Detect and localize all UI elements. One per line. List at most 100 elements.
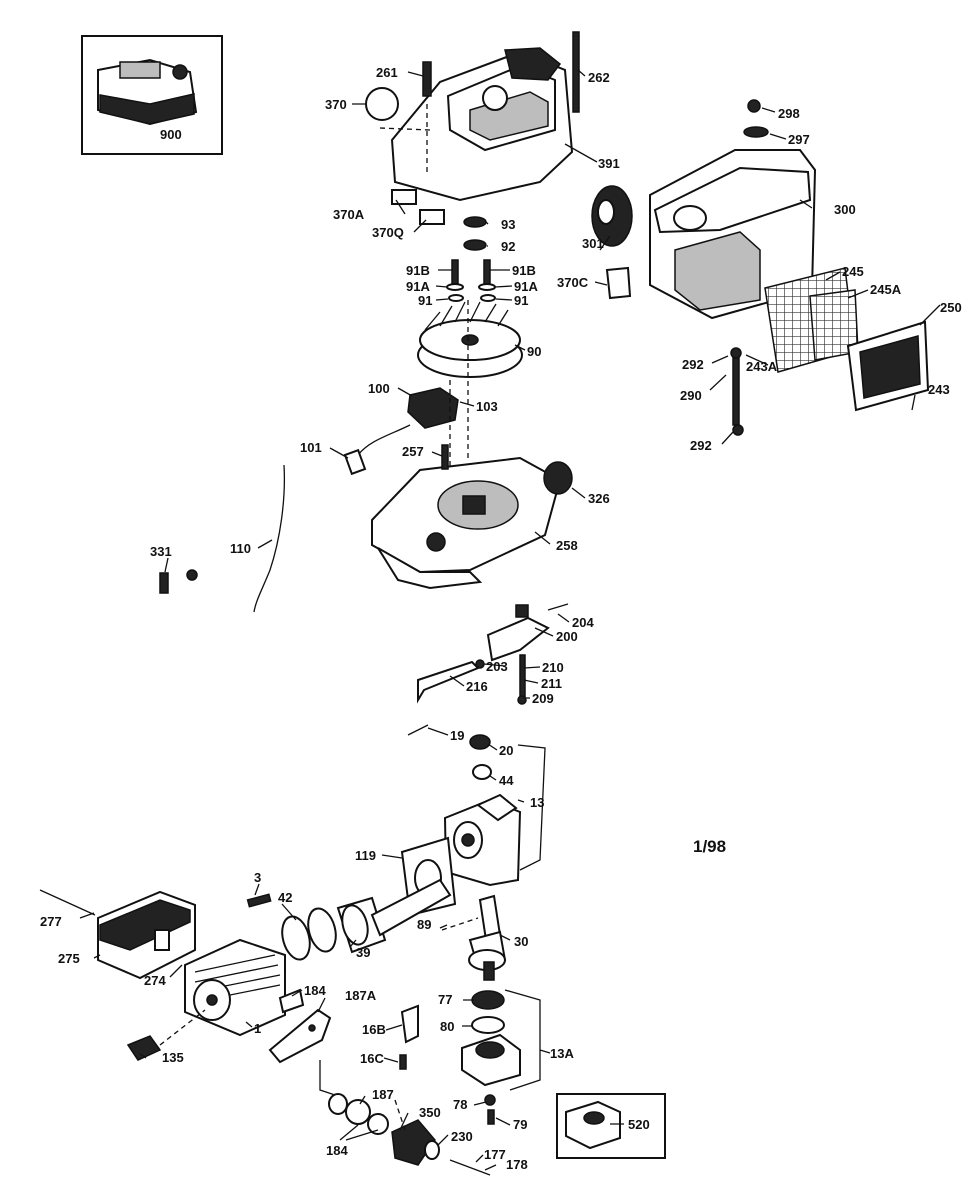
callout-label: 391: [598, 156, 620, 171]
screws-91: [446, 259, 496, 302]
flywheel: [417, 301, 523, 378]
primer-parts: [399, 1004, 419, 1070]
callout-label: 13A: [550, 1046, 574, 1061]
inset-520: [556, 1093, 666, 1159]
callout-label: 177: [484, 1147, 506, 1162]
ignition-module: [343, 387, 459, 476]
callout-label: 243A: [746, 359, 778, 374]
callout-label: 78: [453, 1097, 467, 1112]
callout-label: 298: [778, 106, 800, 121]
air-filter-housing: [649, 99, 930, 436]
callout-label: 250: [940, 300, 962, 315]
callout-label: 187A: [345, 988, 377, 1003]
callout-label: 331: [150, 544, 172, 559]
callout-label: 275: [58, 951, 80, 966]
callout-label: 258: [556, 538, 578, 553]
callout-label: 262: [588, 70, 610, 85]
callout-label: 370: [325, 97, 347, 112]
callout-label: 77: [438, 992, 452, 1007]
callout-label: 103: [476, 399, 498, 414]
heat-shield: [268, 1008, 332, 1064]
callout-label: 245A: [870, 282, 902, 297]
callout-label: 119: [355, 848, 376, 863]
cylinder: [126, 938, 305, 1061]
callout-label: 90: [527, 344, 541, 359]
callout-label: 1: [254, 1021, 261, 1036]
callout-label: 80: [440, 1019, 454, 1034]
throttle-linkage: [417, 603, 569, 705]
callout-label: 16B: [362, 1022, 386, 1037]
callout-label: 19: [450, 728, 464, 743]
callout-label: 274: [144, 973, 166, 988]
callout-label: 370C: [557, 275, 589, 290]
callout-label: 370A: [333, 207, 365, 222]
callout-label: 261: [376, 65, 398, 80]
callout-label: 290: [680, 388, 702, 403]
crankshaft: [441, 894, 507, 981]
callout-label: 13: [530, 795, 544, 810]
callout-label: 89: [417, 917, 431, 932]
crankcase: [371, 300, 573, 590]
callout-label: 243: [928, 382, 950, 397]
callout-label: 277: [40, 914, 62, 929]
fuel-line: [159, 464, 286, 613]
callout-label: 93: [501, 217, 515, 232]
callout-label: 326: [588, 491, 610, 506]
callout-label: 79: [513, 1117, 527, 1132]
callout-label: 44: [499, 773, 514, 788]
callout-label: 200: [556, 629, 578, 644]
callout-label: 91: [514, 293, 528, 308]
callout-label: 203: [486, 659, 508, 674]
callout-label: 211: [541, 676, 562, 691]
bearing-housing: [449, 989, 541, 1176]
callout-label: 257: [402, 444, 424, 459]
callout-label: 20: [499, 743, 513, 758]
filter-plug-parts: [463, 185, 633, 300]
callout-label: 100: [368, 381, 390, 396]
callout-label: 209: [532, 691, 554, 706]
callout-label: 135: [162, 1050, 184, 1065]
callout-label: 230: [451, 1129, 473, 1144]
callout-label: 210: [542, 660, 564, 675]
callout-label: 178: [506, 1157, 528, 1172]
spacers: [319, 1060, 389, 1135]
callout-label: 92: [501, 239, 515, 254]
callout-label: 204: [572, 615, 594, 630]
callout-label: 91B: [512, 263, 536, 278]
adapter-350: [391, 1099, 440, 1166]
callout-label: 91A: [406, 279, 430, 294]
callout-label: 187: [372, 1087, 394, 1102]
muffler: [39, 889, 196, 980]
callout-label: 245: [842, 264, 864, 279]
callout-label: 900: [160, 127, 182, 142]
callout-label: 520: [628, 1117, 650, 1132]
leader-lines: [79, 69, 941, 1171]
callout-label: 3: [254, 870, 261, 885]
callout-label: 101: [300, 440, 322, 455]
callout-label: 91B: [406, 263, 430, 278]
date-code: 1/98: [693, 837, 726, 856]
callout-label: 91A: [514, 279, 538, 294]
callout-label: 370Q: [372, 225, 404, 240]
callout-labels: 900 261 262 370 391 298 297 300 370A 370…: [40, 65, 962, 1172]
callout-label: 216: [466, 679, 488, 694]
callout-label: 300: [834, 202, 856, 217]
callout-label: 16C: [360, 1051, 384, 1066]
callout-label: 91: [418, 293, 432, 308]
piston-assembly: [246, 878, 452, 961]
callout-label: 184: [304, 983, 326, 998]
callout-label: 350: [419, 1105, 441, 1120]
callout-label: 39: [356, 945, 370, 960]
engine-shroud: [365, 31, 580, 225]
callout-label: 292: [690, 438, 712, 453]
callout-label: 110: [230, 541, 251, 556]
callout-label: 184: [326, 1143, 348, 1158]
callout-label: 292: [682, 357, 704, 372]
callout-label: 301: [582, 236, 604, 251]
callout-label: 30: [514, 934, 528, 949]
callout-label: 42: [278, 890, 292, 905]
carburetor: [407, 724, 546, 887]
callout-label: 297: [788, 132, 810, 147]
inset-engine-900: [81, 35, 223, 155]
